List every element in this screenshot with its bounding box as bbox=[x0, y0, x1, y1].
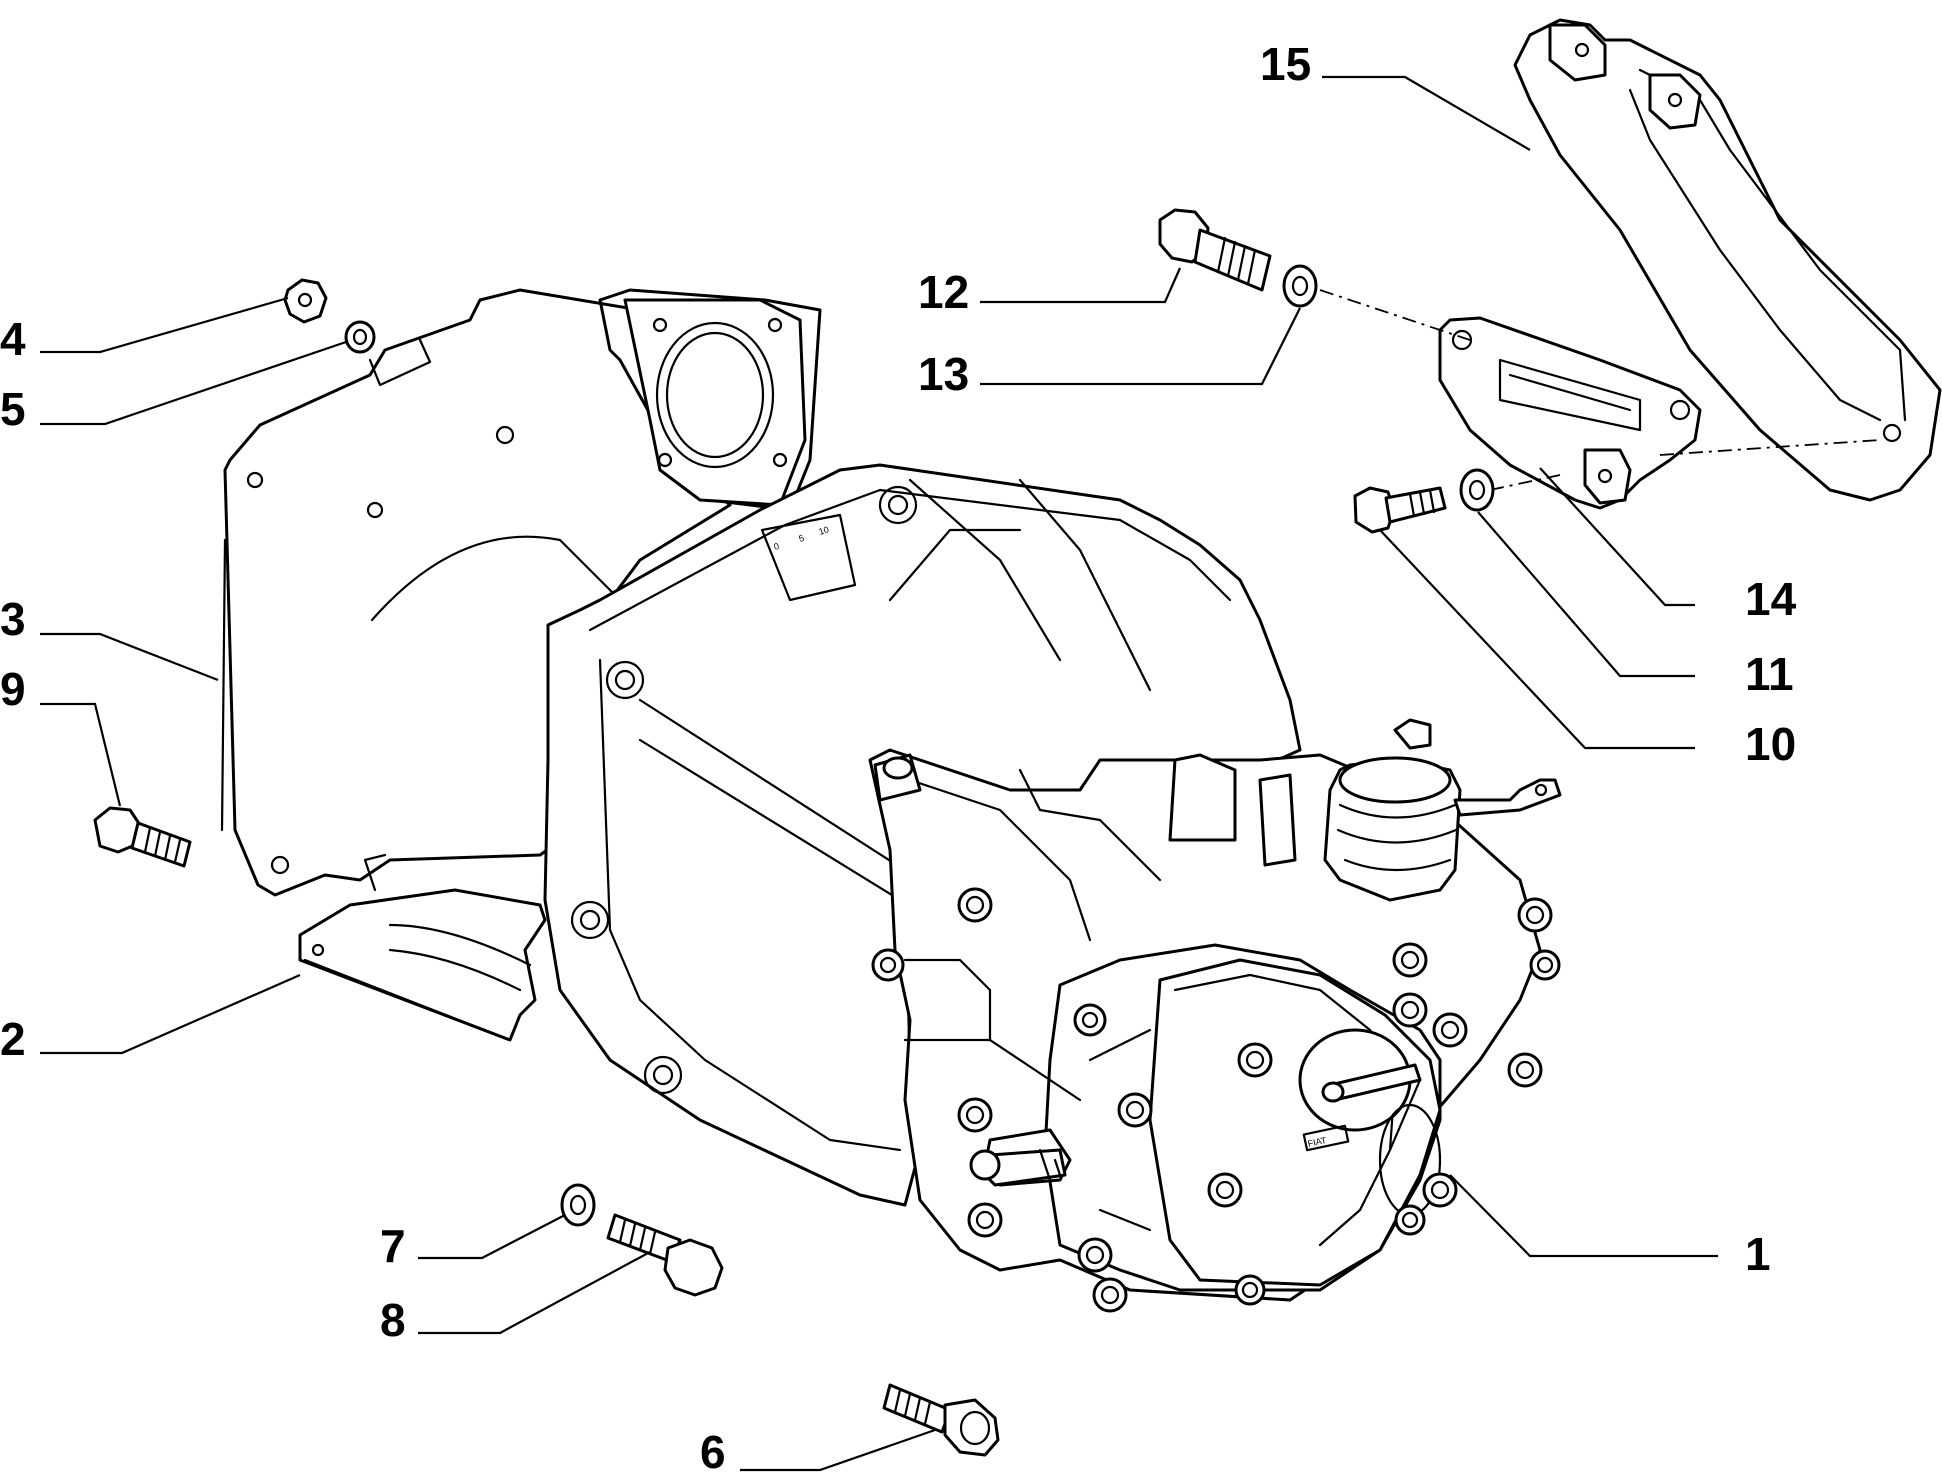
callout-3: 3 bbox=[0, 593, 26, 645]
part-7-washer bbox=[560, 1183, 596, 1227]
callout-10: 10 bbox=[1745, 718, 1796, 770]
part-14-mount-plate bbox=[1438, 316, 1702, 510]
part-2-lower-plate bbox=[298, 888, 547, 1042]
callout-6: 6 bbox=[700, 1426, 726, 1472]
callout-8: 8 bbox=[380, 1294, 406, 1346]
part-8-hex-bolt bbox=[606, 1213, 724, 1297]
callout-13: 13 bbox=[918, 348, 969, 400]
part-1-gearbox: 0 5 10 FIAT bbox=[543, 463, 1562, 1313]
part-5-lock-washer bbox=[344, 320, 376, 354]
scale-mark-10: 10 bbox=[818, 524, 831, 537]
callout-15: 15 bbox=[1260, 38, 1311, 90]
centerline-bracket bbox=[1659, 439, 1881, 456]
callout-11: 11 bbox=[1745, 648, 1794, 700]
callout-9: 9 bbox=[0, 663, 26, 715]
callout-5: 5 bbox=[0, 383, 26, 435]
callout-12: 12 bbox=[918, 266, 969, 318]
part-11-washer bbox=[1459, 468, 1495, 512]
part-3-cover-plate bbox=[220, 288, 822, 897]
callout-4: 4 bbox=[0, 313, 26, 365]
case-bolts bbox=[871, 887, 1561, 1313]
part-9-flanged-bolt bbox=[93, 806, 192, 868]
callout-2: 2 bbox=[0, 1013, 26, 1065]
part-15-long-bracket bbox=[1513, 18, 1942, 502]
centerline-upper bbox=[1319, 289, 1471, 341]
scale-mark-5: 5 bbox=[798, 533, 806, 544]
scale-mark-0: 0 bbox=[773, 541, 781, 552]
cover-marking-text: FIAT bbox=[1307, 1135, 1328, 1149]
part-12-hex-bolt bbox=[1158, 208, 1272, 292]
part-6-flanged-bolt bbox=[882, 1383, 1000, 1457]
callout-7: 7 bbox=[380, 1220, 406, 1272]
part-4-nut bbox=[283, 278, 328, 324]
callout-1: 1 bbox=[1745, 1228, 1771, 1280]
callout-labels: 15 12 13 14 11 10 1 4 5 3 9 2 7 8 6 bbox=[0, 38, 1797, 1472]
part-10-bolt bbox=[1353, 486, 1447, 534]
callout-14: 14 bbox=[1745, 573, 1797, 625]
leader-lines bbox=[40, 75, 1718, 1472]
part-13-washer bbox=[1282, 264, 1318, 308]
